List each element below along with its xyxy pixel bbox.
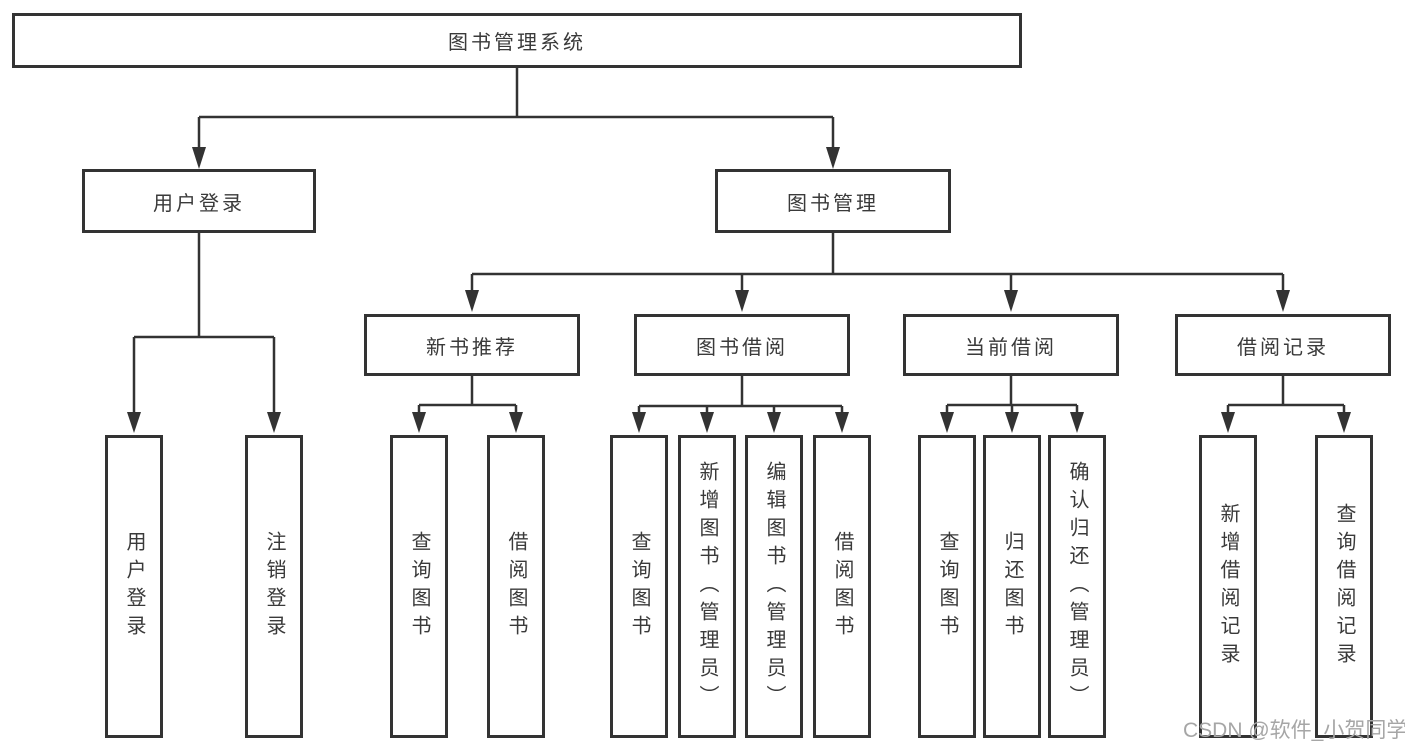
node-book-management-label: 图书管理 (787, 192, 879, 215)
node-leaf-br-query-record: 查询借阅记录 (1315, 435, 1373, 738)
node-leaf-bb-edit-books-label: 编辑图书（管理员） (763, 460, 785, 713)
node-leaf-nb-borrow-books: 借阅图书 (487, 435, 545, 738)
node-leaf-nb-query-books-label: 查询图书 (408, 530, 430, 643)
node-leaf-bb-borrow-books-label: 借阅图书 (831, 530, 853, 643)
node-leaf-bb-edit-books: 编辑图书（管理员） (745, 435, 803, 738)
node-leaf-br-query-record-label: 查询借阅记录 (1333, 502, 1355, 671)
node-leaf-bb-query-books: 查询图书 (610, 435, 668, 738)
node-leaf-bb-add-books: 新增图书（管理员） (678, 435, 736, 738)
node-leaf-nb-query-books: 查询图书 (390, 435, 448, 738)
node-leaf-logout-label: 注销登录 (263, 530, 285, 643)
node-root-label: 图书管理系统 (448, 32, 586, 54)
node-leaf-br-add-record-label: 新增借阅记录 (1217, 502, 1239, 671)
node-leaf-logout: 注销登录 (245, 435, 303, 738)
node-current-borrow-label: 当前借阅 (965, 336, 1057, 359)
node-leaf-user-login-label: 用户登录 (123, 530, 145, 643)
connector-paths (132, 68, 1346, 414)
node-leaf-cb-confirm-return: 确认归还（管理员） (1048, 435, 1106, 738)
node-leaf-nb-borrow-books-label: 借阅图书 (505, 530, 527, 643)
node-book-borrow-label: 图书借阅 (696, 336, 788, 359)
csdn-watermark: CSDN @软件_小贺同学 (1183, 719, 1405, 742)
node-leaf-cb-return-books: 归还图书 (983, 435, 1041, 738)
node-user-login-group-label: 用户登录 (153, 192, 245, 215)
node-borrow-records: 借阅记录 (1175, 314, 1391, 376)
node-leaf-cb-query-books: 查询图书 (918, 435, 976, 738)
node-leaf-user-login: 用户登录 (105, 435, 163, 738)
node-leaf-bb-add-books-label: 新增图书（管理员） (696, 460, 718, 713)
node-book-management: 图书管理 (715, 169, 951, 233)
node-root: 图书管理系统 (12, 13, 1022, 68)
node-new-book-recommend: 新书推荐 (364, 314, 580, 376)
node-borrow-records-label: 借阅记录 (1237, 336, 1329, 359)
node-leaf-br-add-record: 新增借阅记录 (1199, 435, 1257, 738)
node-leaf-bb-borrow-books: 借阅图书 (813, 435, 871, 738)
node-new-book-recommend-label: 新书推荐 (426, 336, 518, 359)
node-user-login-group: 用户登录 (82, 169, 316, 233)
node-current-borrow: 当前借阅 (903, 314, 1119, 376)
arrowheads (127, 147, 1351, 433)
node-leaf-bb-query-books-label: 查询图书 (628, 530, 650, 643)
node-book-borrow: 图书借阅 (634, 314, 850, 376)
node-leaf-cb-query-books-label: 查询图书 (936, 530, 958, 643)
node-leaf-cb-return-books-label: 归还图书 (1001, 530, 1023, 643)
node-leaf-cb-confirm-return-label: 确认归还（管理员） (1066, 460, 1088, 713)
